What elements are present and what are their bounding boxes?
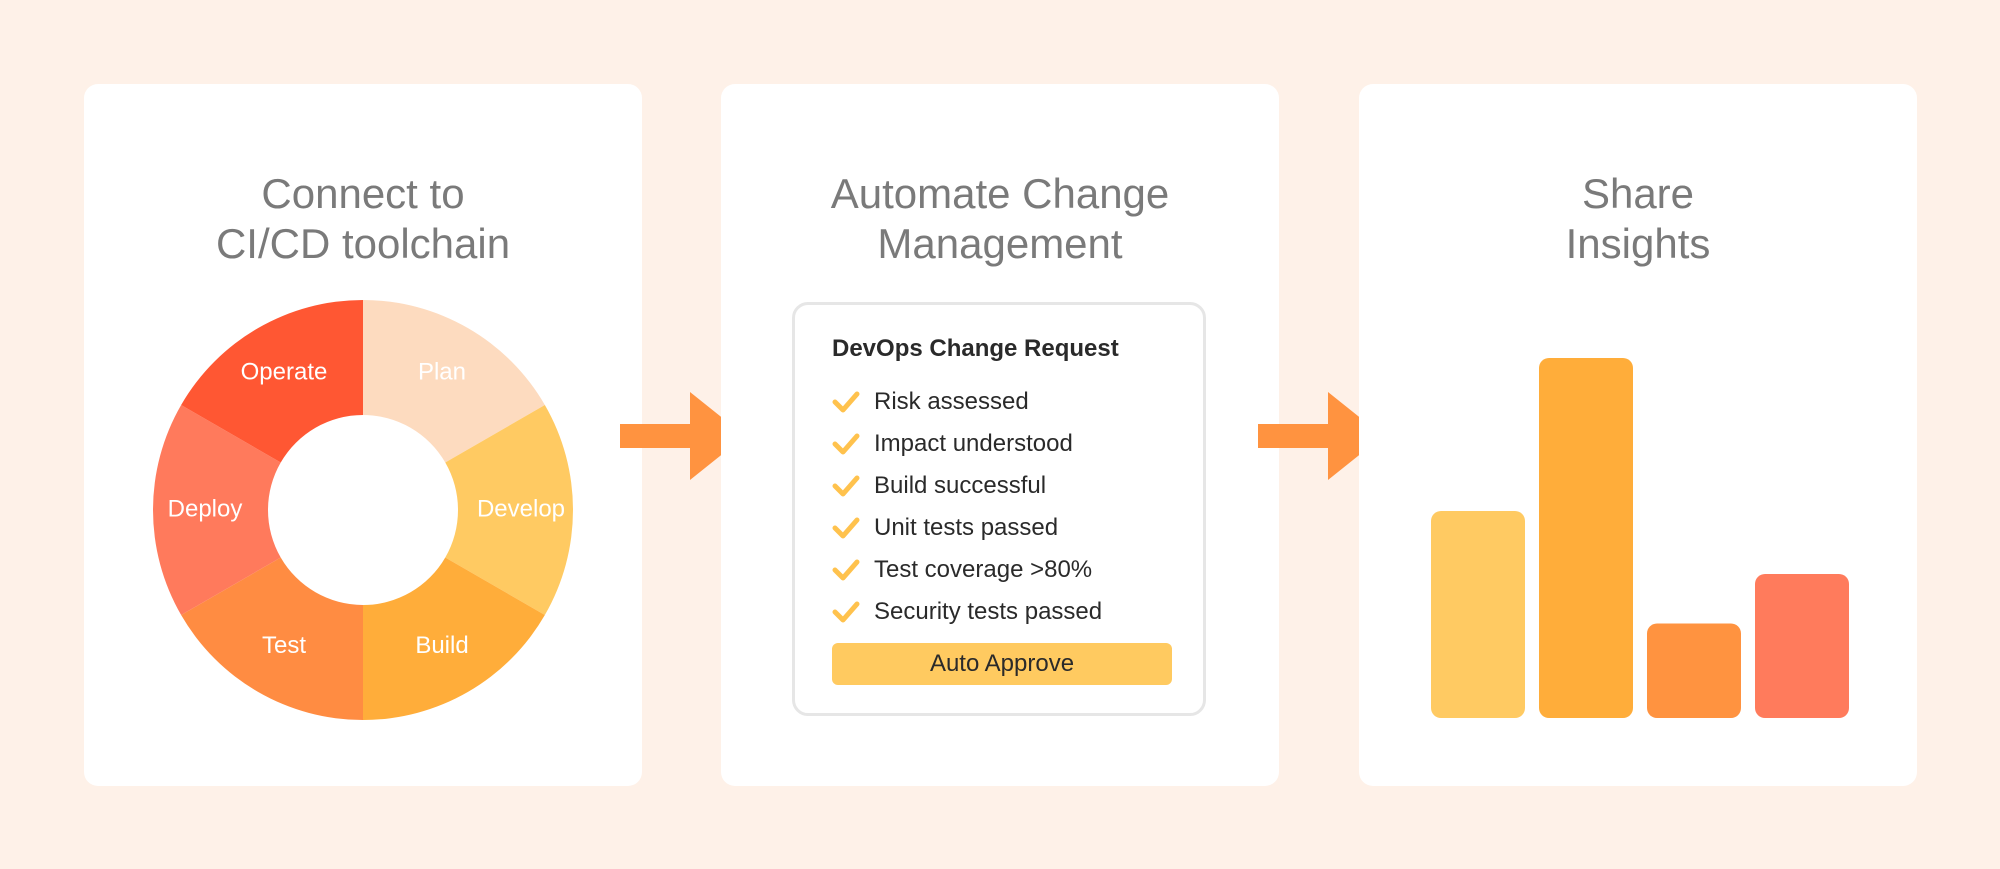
- checklist-item-label: Security tests passed: [874, 598, 1103, 625]
- checklist-item-label: Risk assessed: [874, 388, 1029, 415]
- connect-card-title: Connect to CI/CD toolchain: [84, 169, 642, 269]
- checkmark-icon: [832, 517, 860, 539]
- automate-card-title: Automate Change Management: [721, 169, 1279, 269]
- cycle-label-plan: Plan: [418, 359, 466, 386]
- bar-1: [1431, 511, 1525, 718]
- change-request-title: DevOps Change Request: [832, 335, 1119, 362]
- title-line: Insights: [1565, 219, 1711, 267]
- automate-card: Automate Change Management DevOps Change…: [721, 84, 1279, 786]
- checkmark-icon: [832, 601, 860, 623]
- title-line: Connect to: [261, 169, 465, 217]
- title-line: CI/CD toolchain: [215, 219, 511, 267]
- checkmark-icon: [832, 391, 860, 413]
- right-arrow-icon: [1258, 392, 1383, 480]
- cycle-label-deploy: Deploy: [168, 495, 243, 522]
- cycle-label-test: Test: [262, 632, 306, 659]
- checklist-item: Impact understood: [832, 423, 1102, 465]
- cycle-segment-develop: [445, 405, 573, 615]
- cycle-segment-plan: [363, 300, 545, 463]
- checklist-item: Unit tests passed: [832, 507, 1102, 549]
- checklist-item: Test coverage >80%: [832, 549, 1102, 591]
- bar-3: [1647, 623, 1741, 718]
- title-line: Automate Change: [830, 169, 1170, 217]
- insights-card: Share Insights: [1359, 84, 1917, 786]
- checkmark-icon: [832, 559, 860, 581]
- checklist-item-label: Impact understood: [874, 430, 1073, 457]
- cycle-segment-deploy: [153, 405, 281, 615]
- checkmark-icon: [832, 475, 860, 497]
- checklist-item: Build successful: [832, 465, 1102, 507]
- checklist-item: Security tests passed: [832, 591, 1102, 633]
- checklist-item: Risk assessed: [832, 381, 1102, 423]
- auto-approve-button[interactable]: Auto Approve: [832, 643, 1172, 685]
- title-line: Share: [1581, 169, 1695, 217]
- insights-bar-chart: [1431, 358, 1849, 718]
- cycle-segment-test: [181, 557, 363, 720]
- bar-4: [1755, 574, 1849, 718]
- checklist-item-label: Build successful: [874, 472, 1047, 499]
- cycle-segment-operate: [181, 300, 363, 463]
- checkmark-icon: [832, 433, 860, 455]
- cycle-label-develop: Develop: [477, 495, 565, 522]
- checklist-item-label: Unit tests passed: [874, 514, 1059, 541]
- cycle-segment-build: [363, 557, 545, 720]
- title-line: Management: [877, 219, 1123, 267]
- insights-card-title: Share Insights: [1359, 169, 1917, 269]
- right-arrow-icon: [620, 392, 745, 480]
- bar-2: [1539, 358, 1633, 718]
- checklist-item-label: Test coverage >80%: [874, 556, 1093, 583]
- cycle-label-operate: Operate: [241, 359, 328, 386]
- cycle-label-build: Build: [415, 632, 468, 659]
